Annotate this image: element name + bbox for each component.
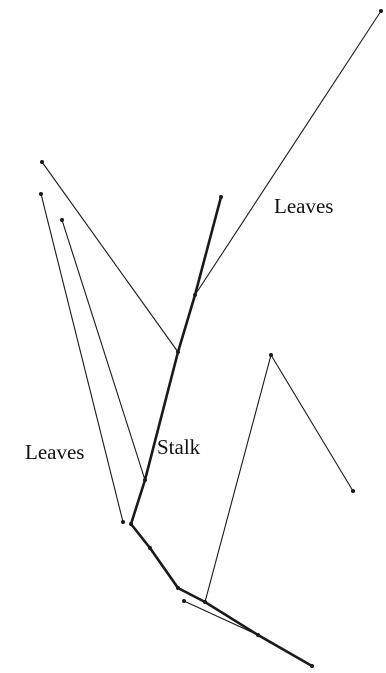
node-dot <box>121 520 125 524</box>
stalk-line <box>129 195 314 668</box>
node-dot <box>60 218 64 222</box>
label-leaves-left: Leaves <box>25 440 84 464</box>
node-dot <box>176 350 180 354</box>
node-dot <box>219 195 223 199</box>
node-dot <box>256 633 260 637</box>
leaf-line-bottom-short <box>183 600 259 636</box>
leaf-line-upper-left <box>41 161 179 353</box>
node-dot <box>129 522 133 526</box>
leaf-line-top-right <box>194 10 382 296</box>
joint-dots <box>39 9 383 668</box>
node-dot <box>176 586 180 590</box>
node-dot <box>143 478 147 482</box>
node-dot <box>182 599 186 603</box>
node-dot <box>379 9 383 13</box>
node-dot <box>203 600 207 604</box>
node-dot <box>193 293 197 297</box>
node-dot <box>269 353 273 357</box>
node-dot <box>310 664 314 668</box>
label-stalk: Stalk <box>157 435 201 459</box>
node-dot <box>351 489 355 493</box>
leaf-line-outer-left <box>40 193 124 523</box>
leaf-line-lower-right-a <box>204 354 272 603</box>
leaf-line-mid-left <box>61 219 146 481</box>
node-dot <box>40 160 44 164</box>
node-dot <box>148 546 152 550</box>
leaf-line-lower-right-b <box>270 354 354 492</box>
label-leaves-top: Leaves <box>274 194 333 218</box>
node-dot <box>39 192 43 196</box>
